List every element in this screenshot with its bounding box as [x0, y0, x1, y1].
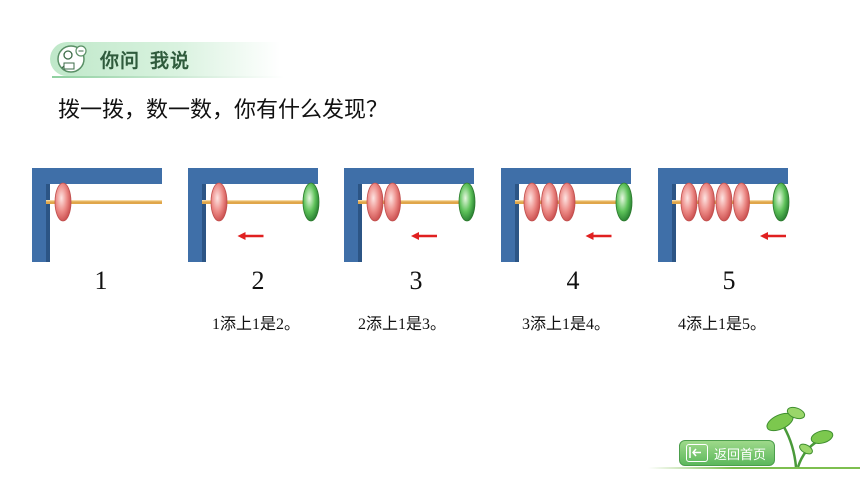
abacus-rod-highlight — [358, 200, 474, 202]
red-bead — [680, 182, 698, 222]
question-text: 拨一拨，数一数，你有什么发现？ — [58, 98, 389, 123]
abacus-frame-post — [344, 168, 358, 262]
sprout-decoration-icon — [766, 406, 834, 468]
green-bead — [302, 182, 320, 222]
abacus-frame-post — [188, 168, 202, 262]
back-home-button[interactable]: 返回首页 — [679, 440, 775, 466]
title-part-ask: 你问 — [100, 50, 141, 72]
abacus-number: 1 — [94, 266, 108, 295]
abacus-frame-top — [658, 168, 788, 184]
red-bead — [541, 182, 558, 222]
bottom-decor-line — [648, 467, 860, 469]
abacus-number: 4 — [566, 266, 580, 295]
abacus-frame-top — [32, 168, 162, 184]
abacus-rod — [202, 200, 318, 204]
abacus-frame-shadow — [672, 184, 676, 262]
abacus-frame-shadow — [46, 184, 50, 262]
back-home-label: 返回首页 — [714, 447, 767, 463]
abacus-number: 3 — [409, 266, 423, 295]
abacus-frame-post — [32, 168, 46, 262]
abacus-frame-shadow — [202, 184, 206, 262]
abacus-frame-post — [658, 168, 672, 262]
green-bead — [615, 182, 633, 222]
abacus-rod — [358, 200, 474, 204]
abacus-frame-shadow — [515, 184, 519, 262]
abacus-rod-highlight — [46, 200, 162, 202]
green-bead — [772, 182, 790, 222]
abacus-illustrations — [32, 168, 790, 262]
abacus-number: 2 — [251, 266, 265, 295]
green-bead — [458, 182, 476, 222]
abacus-frame-top — [344, 168, 474, 184]
abacus-caption: 1添上1是2。 — [212, 316, 301, 333]
red-bead — [366, 182, 384, 222]
abacus-number: 5 — [722, 266, 736, 295]
red-bead — [384, 182, 401, 222]
abacus-frame-post — [501, 168, 515, 262]
abacus-rod-highlight — [202, 200, 318, 202]
move-arrow-head — [411, 232, 419, 240]
red-bead — [698, 182, 715, 222]
move-arrow-head — [237, 232, 246, 240]
title-part-say: 我说 — [150, 50, 191, 72]
red-bead — [733, 182, 750, 222]
reading-child-icon — [57, 45, 87, 73]
abacus-rod — [46, 200, 162, 204]
red-bead — [523, 182, 541, 222]
abacus-frame-shadow — [358, 184, 362, 262]
red-bead — [558, 182, 576, 222]
red-bead — [715, 182, 733, 222]
section-title: 你问我说 — [100, 46, 190, 73]
header-underline — [52, 76, 284, 78]
abacus-caption: 2添上1是3。 — [358, 316, 447, 333]
back-arrow-icon — [686, 444, 708, 462]
header-band — [50, 42, 280, 76]
abacus-frame-top — [188, 168, 318, 184]
abacus-frame-top — [501, 168, 631, 184]
abacus-caption: 4添上1是5。 — [678, 316, 767, 333]
move-arrow-head — [760, 232, 768, 240]
red-bead — [210, 182, 228, 222]
move-arrow-head — [585, 232, 594, 240]
abacus-caption: 3添上1是4。 — [522, 316, 611, 333]
red-bead — [54, 182, 72, 222]
